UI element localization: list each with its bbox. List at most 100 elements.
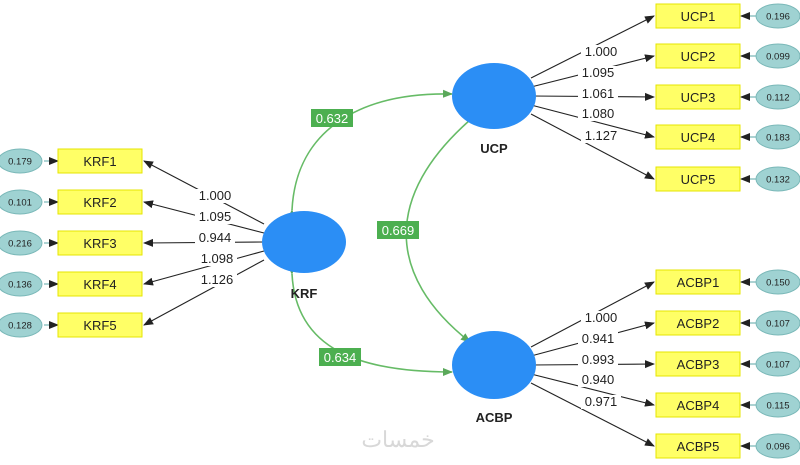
indicator-acbp4-error-circle (755, 392, 800, 418)
indicator-acbp3-error-circle (755, 351, 800, 377)
indicator-krf4-error-circle (0, 271, 43, 297)
indicator-ucp5-error-circle (755, 166, 800, 192)
indicator-krf1-box (57, 148, 143, 174)
indicator-ucp1-loading-bg (581, 45, 621, 59)
indicator-acbp1-box (655, 269, 741, 295)
indicator-krf2-error-circle (0, 189, 43, 215)
indicator-krf1-label: KRF1 (83, 154, 116, 169)
indicator-acbp2-loading-value: 0.941 (582, 331, 615, 346)
indicator-ucp3-box (655, 84, 741, 110)
indicator-krf4-error-value: 0.136 (8, 280, 32, 291)
indicator-krf1-error-circle (0, 148, 43, 174)
indicator-acbp4-loading-value: 0.940 (582, 372, 615, 387)
indicator-ucp4-label: UCP4 (681, 130, 716, 145)
indicator-krf4-box (57, 271, 143, 297)
indicator-krf5-loading-arrow (143, 259, 265, 326)
indicator-krf3-loading-bg (195, 231, 235, 245)
indicator-krf3-error-circle (0, 230, 43, 256)
indicator-krf3-box (57, 230, 143, 256)
indicator-ucp2-box (655, 43, 741, 69)
watermark: خمسات (361, 427, 434, 452)
covariance-ucp-acbp-value: 0.669 (382, 223, 415, 238)
indicator-krf3-loading-value: 0.944 (199, 230, 232, 245)
indicator-ucp2-loading-value: 1.095 (582, 65, 615, 80)
indicator-acbp5-loading-arrow (530, 382, 655, 447)
indicator-ucp2-error-circle (755, 43, 800, 69)
indicator-acbp5-box (655, 433, 741, 459)
indicator-acbp3-loading-bg (578, 353, 618, 367)
indicator-acbp2-label: ACBP2 (677, 316, 720, 331)
indicator-acbp4-label: ACBP4 (677, 398, 720, 413)
indicator-ucp2-label: UCP2 (681, 49, 716, 64)
indicator-acbp5-error-circle (755, 433, 800, 459)
label-layer: 0.179 KRF1 1.000 0.101 KRF2 1.095 0.216 KRF3 0.9… (8, 9, 790, 454)
indicator-ucp1-label: UCP1 (681, 9, 716, 24)
indicator-krf5-error-value: 0.128 (8, 321, 32, 332)
indicator-krf5-label: KRF5 (83, 318, 116, 333)
indicator-acbp2-error-circle (755, 310, 800, 336)
indicator-ucp3-loading-bg (578, 87, 618, 101)
indicator-acbp1-loading-value: 1.000 (585, 310, 618, 325)
indicator-ucp5-box (655, 166, 741, 192)
covariance-ucp-acbp-label-bg (377, 221, 419, 239)
indicator-krf4-loading-value: 1.098 (201, 251, 234, 266)
indicator-ucp5-label: UCP5 (681, 172, 716, 187)
indicator-acbp3-label: ACBP3 (677, 357, 720, 372)
indicator-krf5-loading-bg (197, 273, 237, 287)
indicator-ucp4-error-circle (755, 124, 800, 150)
indicator-ucp3-label: UCP3 (681, 90, 716, 105)
indicator-ucp2-error-value: 0.099 (766, 52, 790, 63)
indicator-ucp4-loading-bg (578, 107, 618, 121)
indicator-krf5-error-circle (0, 312, 43, 338)
indicator-acbp3-box (655, 351, 741, 377)
indicator-krf4-loading-bg (197, 252, 237, 266)
latent-krf-label: KRF (291, 286, 318, 301)
indicator-acbp2-error-value: 0.107 (766, 319, 790, 330)
indicator-krf3-error-value: 0.216 (8, 239, 32, 250)
indicator-acbp5-loading-value: 0.971 (585, 394, 618, 409)
covariance-krf-acbp-label-bg (319, 348, 361, 366)
indicator-acbp5-loading-bg (581, 395, 621, 409)
indicator-krf2-label: KRF2 (83, 195, 116, 210)
indicator-acbp1-error-circle (755, 269, 800, 295)
latent-acbp-label: ACBP (476, 410, 513, 425)
indicator-ucp1-error-circle (755, 3, 800, 29)
latent-krf-circle (262, 211, 346, 273)
indicator-acbp4-loading-arrow (530, 373, 655, 407)
indicator-krf2-error-value: 0.101 (8, 198, 32, 209)
indicator-ucp5-error-value: 0.132 (766, 175, 790, 186)
indicator-ucp5-loading-arrow (530, 113, 655, 180)
indicator-acbp4-loading-bg (578, 373, 618, 387)
indicator-acbp1-error-value: 0.150 (766, 278, 790, 289)
indicator-acbp4-box (655, 392, 741, 418)
indicator-acbp2-loading-bg (578, 332, 618, 346)
indicator-ucp3-error-circle (755, 84, 800, 110)
indicator-ucp1-loading-value: 1.000 (585, 44, 618, 59)
indicator-acbp2-box (655, 310, 741, 336)
latent-ucp-label: UCP (480, 141, 508, 156)
indicator-acbp3-error-value: 0.107 (766, 360, 790, 371)
indicator-ucp3-loading-value: 1.061 (582, 86, 615, 101)
covariance-krf-ucp-value: 0.632 (316, 111, 349, 126)
indicator-acbp1-label: ACBP1 (677, 275, 720, 290)
indicator-ucp3-error-value: 0.112 (766, 93, 789, 104)
indicator-krf3-label: KRF3 (83, 236, 116, 251)
indicator-acbp3-loading-value: 0.993 (582, 352, 615, 367)
indicator-ucp4-error-value: 0.183 (766, 133, 790, 144)
indicator-krf4-label: KRF4 (83, 277, 116, 292)
indicator-acbp4-error-value: 0.115 (766, 401, 789, 412)
indicator-krf1-error-value: 0.179 (8, 157, 32, 168)
covariance-krf-ucp-label-bg (311, 109, 353, 127)
indicator-acbp5-label: ACBP5 (677, 439, 720, 454)
indicator-ucp5-loading-bg (581, 129, 621, 143)
covariance-krf-acbp-value: 0.634 (324, 350, 357, 365)
latent-ucp-circle (452, 63, 536, 129)
indicator-krf5-box (57, 312, 143, 338)
indicator-ucp4-loading-value: 1.080 (582, 106, 615, 121)
indicator-ucp4-box (655, 124, 741, 150)
indicator-krf5-loading-value: 1.126 (201, 272, 234, 287)
indicator-krf1-loading-value: 1.000 (199, 188, 232, 203)
latent-acbp-circle (452, 331, 536, 399)
